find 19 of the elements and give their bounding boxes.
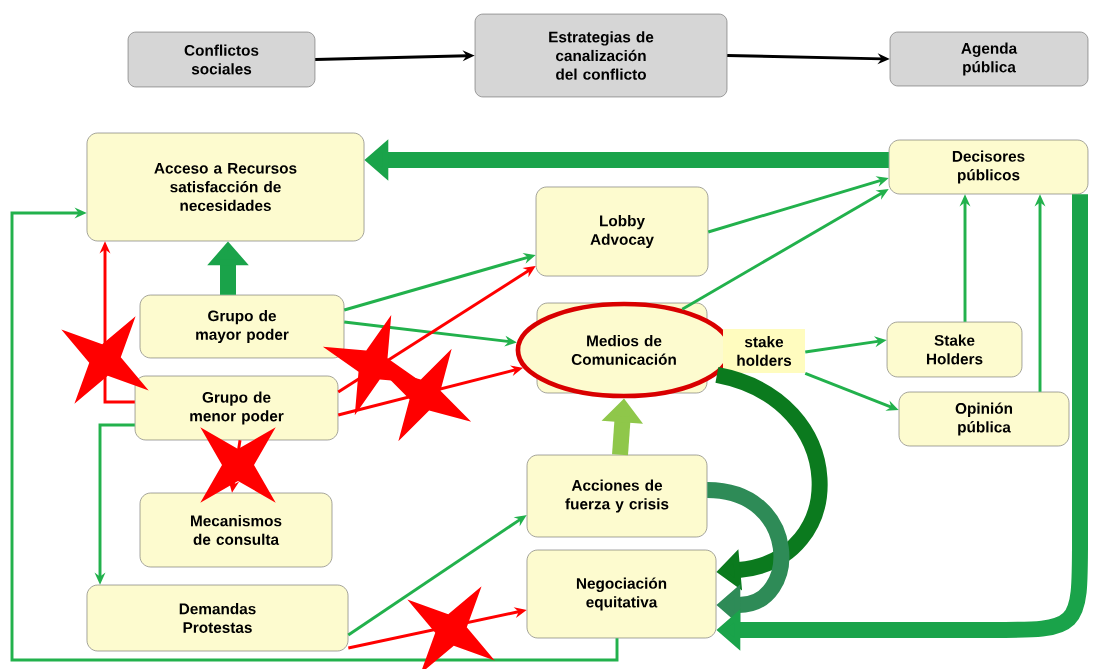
process-box: Acciones de fuerza y crisis	[526, 454, 708, 538]
process-box: Demandas Protestas	[86, 584, 349, 652]
process-box: Opinión pública	[898, 391, 1070, 447]
process-box: Mecanismos de consulta	[139, 492, 333, 568]
process-box: Decisores públicos	[888, 139, 1089, 195]
stage-box: Agenda pública	[889, 31, 1089, 87]
process-box: Acceso a Recursos satisfacción de necesidades	[86, 132, 365, 242]
text-label: stake holders	[723, 329, 805, 373]
stage-box: Estrategias de canalización del conflicto	[474, 13, 728, 98]
stage-box: Conflictos sociales	[127, 31, 316, 88]
arrow	[10, 207, 619, 662]
arrow	[714, 367, 828, 591]
process-box: Lobby Advocay	[535, 186, 709, 277]
highlighted-box: Medios de Comunicación	[515, 301, 733, 399]
blocked-arrow	[200, 427, 276, 503]
process-box: Negociación equitativa	[526, 549, 717, 639]
process-box: Grupo de mayor poder	[139, 294, 345, 359]
process-box: Grupo de menor poder	[134, 375, 339, 441]
process-box: Stake Holders	[886, 321, 1023, 378]
